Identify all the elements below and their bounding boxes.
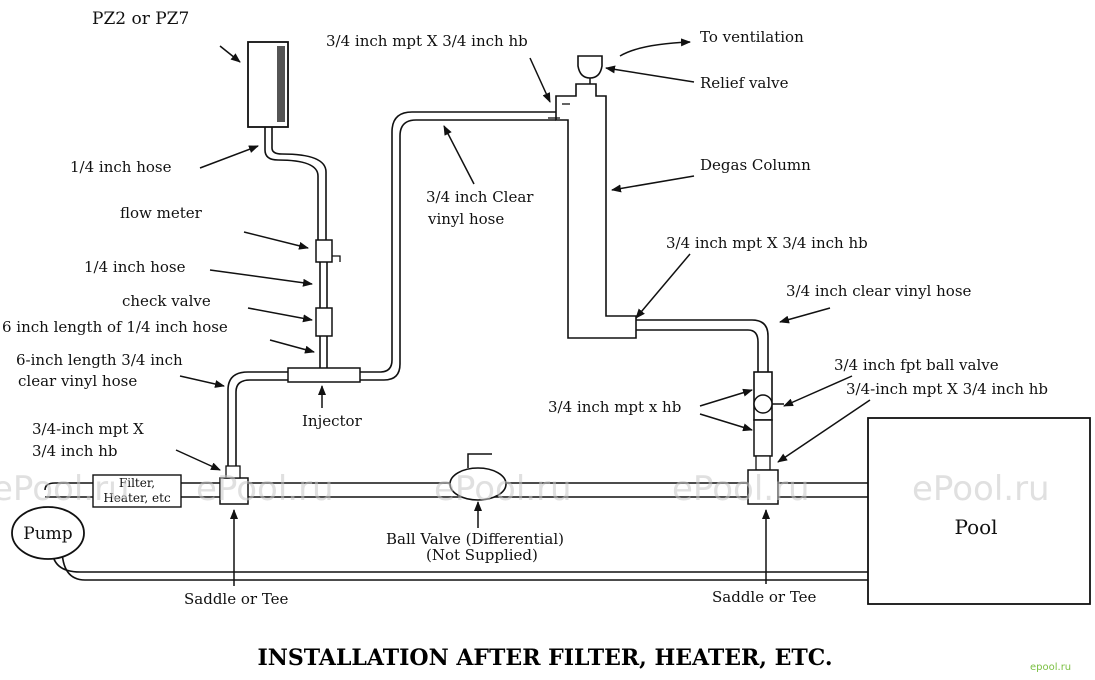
filter-label-line2: Heater, etc: [103, 491, 171, 505]
arrow-mpt-left: [175, 449, 221, 471]
label-clear-vinyl-right: 3/4 inch clear vinyl hose: [786, 282, 972, 300]
degas-column: [548, 83, 637, 339]
arrow-degas-column: [611, 175, 695, 193]
label-relief-valve: Relief valve: [700, 74, 789, 92]
arrow-mpt-hb-top: [529, 57, 551, 103]
pump: Pump: [11, 506, 85, 560]
watermarks: ePool.ru ePool.ru ePool.ru ePool.ru ePoo…: [0, 469, 1071, 673]
saddle-tee-right: [747, 469, 779, 505]
filter-label-line1: Filter,: [119, 476, 155, 490]
label-degas-column: Degas Column: [700, 156, 811, 174]
arrow-check-valve: [247, 307, 313, 323]
label-six-inch-threequarter-2: clear vinyl hose: [18, 372, 137, 390]
quarter-inch-hose: [264, 127, 328, 368]
pz-generator: [247, 41, 289, 128]
pool-label: Pool: [954, 515, 997, 539]
differential-ball-valve: [449, 453, 507, 501]
flow-meter: [315, 239, 341, 263]
arrow-fpt-ball-valve: [783, 375, 853, 407]
ball-valve-fpt: [753, 371, 784, 421]
saddle-tee-left: [219, 465, 249, 505]
label-hose-quarter-mid: 1/4 inch hose: [84, 258, 186, 276]
arrow-mpt-hb-right2: [777, 399, 871, 463]
label-ball-valve-2: (Not Supplied): [426, 546, 538, 564]
right-hb-fittings: [753, 419, 773, 471]
label-hose-quarter-top: 1/4 inch hose: [70, 158, 172, 176]
label-mpt-left-1: 3/4-inch mpt X: [32, 420, 144, 438]
arrow-clear-vinyl-right: [779, 307, 831, 324]
arrow-mpt-x-hb-1: [699, 388, 753, 407]
label-mpt-x-hb: 3/4 inch mpt x hb: [548, 398, 681, 416]
clear-vinyl-hose-top: [360, 111, 556, 381]
arrow-to-ventilation: [619, 38, 691, 57]
pool: Pool: [867, 417, 1091, 605]
injector-hose-left: [227, 371, 290, 466]
watermark-1: ePool.ru: [0, 469, 130, 509]
label-injector: Injector: [302, 412, 363, 430]
arrow-hose-quarter-mid: [209, 269, 313, 287]
diagram-title: INSTALLATION AFTER FILTER, HEATER, ETC.: [257, 645, 832, 671]
label-saddle-left: Saddle or Tee: [184, 590, 289, 608]
label-clear-vinyl-top-1: 3/4 inch Clear: [426, 188, 534, 206]
arrow-six-inch-quarter: [269, 339, 315, 354]
relief-valve: [577, 55, 603, 84]
pump-label: Pump: [23, 524, 73, 544]
arrow-pz: [219, 45, 241, 63]
arrow-flow-meter: [243, 231, 309, 250]
main-pipe-top: [44, 482, 868, 498]
label-check-valve: check valve: [122, 292, 211, 310]
label-flow-meter: flow meter: [120, 204, 203, 222]
label-mpt-left-2: 3/4 inch hb: [32, 442, 117, 460]
clear-vinyl-hose-right: [636, 319, 769, 372]
filter-heater-box: Filter, Heater, etc: [92, 474, 182, 508]
arrow-mpt-hb-right: [635, 253, 691, 319]
label-mpt-hb-right: 3/4 inch mpt X 3/4 inch hb: [666, 234, 868, 252]
label-to-ventilation: To ventilation: [700, 28, 804, 46]
label-mpt-hb-top: 3/4 inch mpt X 3/4 inch hb: [326, 32, 528, 50]
arrow-clear-vinyl-top: [443, 125, 475, 185]
label-pz: PZ2 or PZ7: [92, 9, 189, 29]
label-six-inch-threequarter-1: 6-inch length 3/4 inch: [16, 351, 183, 369]
label-mpt-hb-right2: 3/4-inch mpt X 3/4 inch hb: [846, 380, 1048, 398]
watermark-5: ePool.ru: [912, 469, 1050, 509]
arrow-six-inch-threequarter: [179, 375, 225, 388]
watermark-small: epool.ru: [1030, 662, 1071, 673]
watermark-3: ePool.ru: [434, 469, 572, 509]
arrow-relief-valve: [605, 65, 695, 83]
label-saddle-right: Saddle or Tee: [712, 588, 817, 606]
label-ball-valve-1: Ball Valve (Differential): [386, 530, 564, 548]
label-fpt-ball-valve: 3/4 inch fpt ball valve: [834, 356, 999, 374]
check-valve: [315, 307, 333, 337]
watermark-4: ePool.ru: [672, 469, 810, 509]
label-six-inch-quarter: 6 inch length of 1/4 inch hose: [2, 318, 228, 336]
label-clear-vinyl-top-2: vinyl hose: [427, 210, 504, 228]
arrow-hose-quarter-top: [199, 145, 259, 169]
arrow-mpt-x-hb-2: [699, 413, 753, 432]
watermark-2: ePool.ru: [196, 469, 334, 509]
injector: [287, 367, 361, 383]
